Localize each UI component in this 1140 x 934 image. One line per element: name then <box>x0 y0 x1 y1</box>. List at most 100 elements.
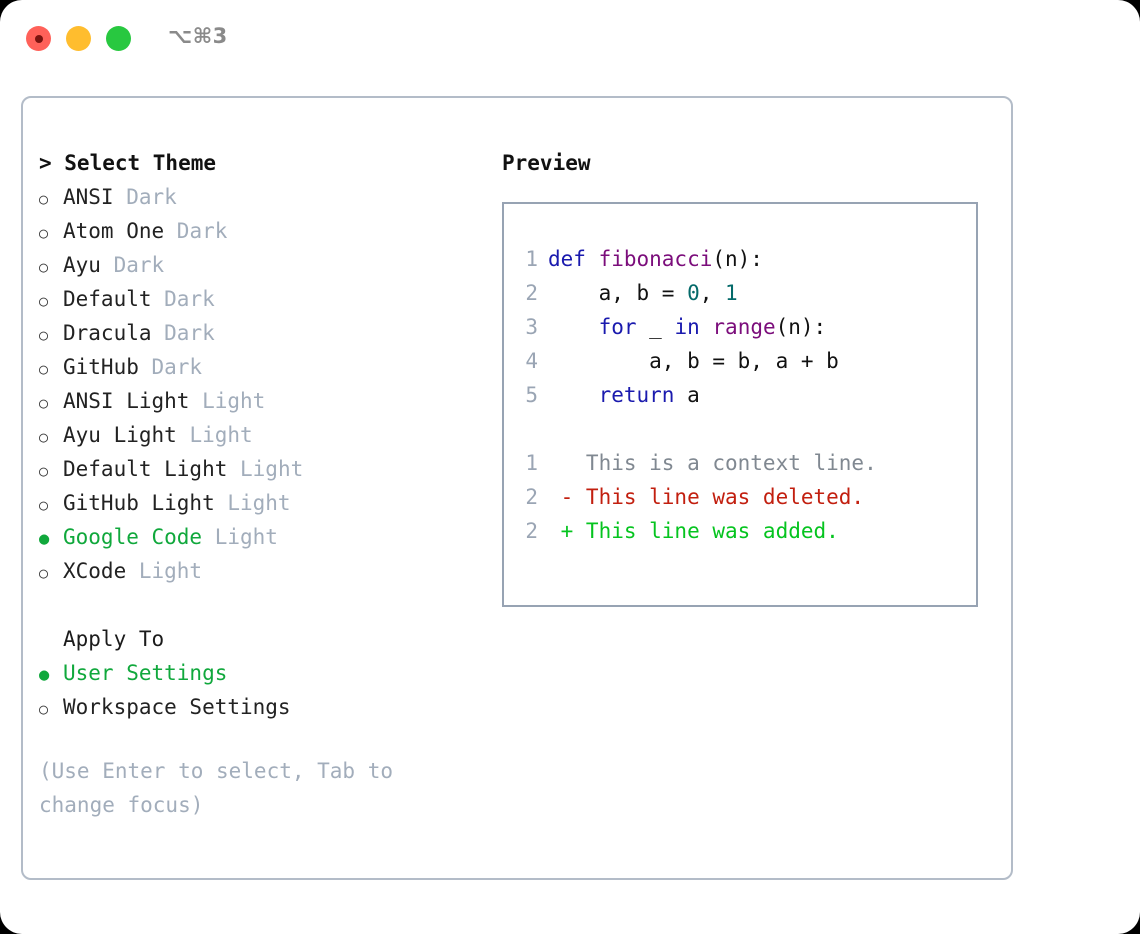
theme-option-github[interactable]: ○ GitHub Dark <box>39 350 489 384</box>
theme-option-variant: Dark <box>151 321 215 345</box>
content-panel: > Select Theme ○ANSI Dark○Atom One Dark○… <box>21 96 1013 880</box>
line-number: 3 <box>525 315 538 339</box>
code-line-text: def fibonacci(n): <box>548 242 763 276</box>
radio-unselected-icon: ○ <box>39 190 49 208</box>
code-token-kw: def <box>548 247 599 271</box>
code-line-text: - This line was deleted. <box>548 480 864 514</box>
theme-option-ayu[interactable]: ○Ayu Dark <box>39 248 489 282</box>
keyboard-shortcut-label: ⌥⌘3 <box>168 24 228 48</box>
code-line-text: a, b = 0, 1 <box>548 276 738 310</box>
line-number: 1 <box>525 247 538 271</box>
code-token-del: - This line was deleted. <box>548 485 865 509</box>
theme-option-label: Default Light <box>63 457 228 481</box>
theme-option-label: Atom One <box>63 219 165 243</box>
radio-unselected-icon: ○ <box>39 360 49 378</box>
code-token-add: + This line was added. <box>548 519 839 543</box>
theme-option-google-code[interactable]: ●Google Code Light <box>39 520 489 554</box>
code-token-fn: fibonacci <box>598 247 713 271</box>
close-button[interactable] <box>26 26 51 51</box>
window-controls <box>26 26 131 51</box>
line-number: 5 <box>525 383 538 407</box>
code-token-txt: a, b = b, a + b <box>548 349 839 373</box>
code-line-text: for _ in range(n): <box>548 310 827 344</box>
theme-option-atom-one[interactable]: ○Atom One Dark <box>39 214 489 248</box>
theme-option-ayu-light[interactable]: ○ Ayu Light Light <box>39 418 489 452</box>
code-token-txt: , <box>699 281 726 305</box>
theme-option-variant: Light <box>214 491 291 515</box>
theme-option-variant: Dark <box>113 185 177 209</box>
theme-option-ansi-light[interactable]: ○ ANSI Light Light <box>39 384 489 418</box>
diff-line: 2 + This line was added. <box>504 514 976 548</box>
code-token-ctx: This is a context line. <box>548 451 877 475</box>
apply-to-option-workspace-settings[interactable]: ○Workspace Settings <box>39 690 489 724</box>
radio-unselected-icon: ○ <box>39 326 49 344</box>
diff-line: 1 This is a context line. <box>504 446 976 480</box>
theme-option-variant: Light <box>189 389 266 413</box>
radio-selected-icon: ● <box>39 529 50 549</box>
code-line-text: This is a context line. <box>548 446 877 480</box>
code-line-text: + This line was added. <box>548 514 839 548</box>
radio-unselected-icon: ○ <box>39 496 49 514</box>
line-number: 2 <box>525 519 538 543</box>
code-line: 4 a, b = b, a + b <box>504 344 976 378</box>
theme-option-variant: Light <box>126 559 203 583</box>
theme-option-label: Ayu <box>63 253 101 277</box>
theme-option-ansi[interactable]: ○ ANSI Dark <box>39 180 489 214</box>
theme-option-label: Dracula <box>63 321 152 345</box>
minimize-button[interactable] <box>66 26 91 51</box>
code-line-text: return a <box>548 378 700 412</box>
code-token-kw: in <box>674 315 700 339</box>
theme-option-label: ANSI <box>63 185 114 209</box>
keyboard-hint-text: (Use Enter to select, Tab to change focu… <box>39 759 406 817</box>
apply-to-option-label: User Settings <box>63 661 228 685</box>
theme-option-default-light[interactable]: ○ Default Light Light <box>39 452 489 486</box>
radio-selected-icon: ● <box>39 665 50 685</box>
radio-unselected-icon: ○ <box>39 292 49 310</box>
line-number: 1 <box>525 451 538 475</box>
apply-to-option-user-settings[interactable]: ● User Settings <box>39 656 489 690</box>
list-spacer <box>39 588 489 622</box>
theme-option-label: GitHub Light <box>63 491 215 515</box>
theme-option-dracula[interactable]: ○ Dracula Dark <box>39 316 489 350</box>
theme-option-variant: Light <box>227 457 304 481</box>
diff-line: 2 - This line was deleted. <box>504 480 976 514</box>
maximize-button[interactable] <box>106 26 131 51</box>
code-diff-separator <box>504 412 976 446</box>
theme-option-label: Google Code <box>63 525 203 549</box>
theme-selection-column: > Select Theme ○ANSI Dark○Atom One Dark○… <box>39 146 489 822</box>
theme-option-variant: Light <box>176 423 253 447</box>
line-number: 4 <box>525 349 538 373</box>
radio-unselected-icon: ○ <box>39 258 49 276</box>
code-line: 1 def fibonacci(n): <box>504 242 976 276</box>
code-token-txt: (n): <box>775 315 827 339</box>
code-token-txt: a, b = <box>548 281 688 305</box>
theme-option-label: Ayu Light <box>63 423 177 447</box>
theme-option-variant: Dark <box>151 287 215 311</box>
code-token-txt: (n): <box>712 247 763 271</box>
radio-unselected-icon: ○ <box>39 700 49 718</box>
theme-option-label: ANSI Light <box>63 389 190 413</box>
code-token-num: 0 <box>687 281 700 305</box>
radio-unselected-icon: ○ <box>39 224 49 242</box>
theme-option-github-light[interactable]: ○ GitHub Light Light <box>39 486 489 520</box>
theme-option-label: XCode <box>63 559 127 583</box>
preview-header: Preview <box>502 151 591 175</box>
select-theme-header: > Select Theme <box>39 151 217 175</box>
theme-option-default[interactable]: ○ Default Dark <box>39 282 489 316</box>
apply-to-list: ● User Settings ○Workspace Settings <box>39 656 489 724</box>
line-number: 2 <box>525 281 538 305</box>
code-token-txt: _ <box>636 315 675 339</box>
theme-option-xcode[interactable]: ○XCode Light <box>39 554 489 588</box>
code-line: 3 for _ in range(n): <box>504 310 976 344</box>
code-token-txt <box>700 315 713 339</box>
code-token-num: 1 <box>725 281 738 305</box>
theme-option-label: GitHub <box>63 355 139 379</box>
radio-unselected-icon: ○ <box>39 462 49 480</box>
theme-option-variant: Dark <box>138 355 203 379</box>
radio-unselected-icon: ○ <box>39 428 49 446</box>
theme-option-label: Default <box>63 287 152 311</box>
radio-unselected-icon: ○ <box>39 394 49 412</box>
